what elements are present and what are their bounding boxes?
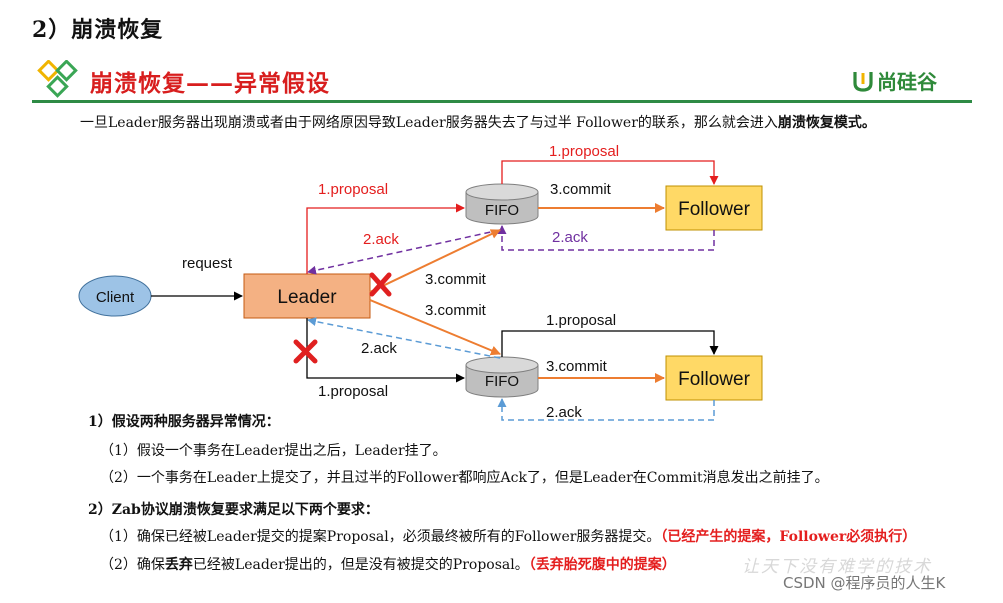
follower-bottom-node xyxy=(665,355,763,401)
leader-node xyxy=(243,273,371,319)
fifo-top-label: FIFO xyxy=(485,202,519,219)
notes-item-1: （1）假设一个事务在Leader提出之后，Leader挂了。 xyxy=(100,443,447,459)
commit-leader-top-label: 3.commit xyxy=(425,271,487,288)
proposal-fifo-follower-bottom-label: 1.proposal xyxy=(546,312,616,329)
follower-bottom-label: Follower xyxy=(678,369,750,390)
requirement-2: （2）确保丢弃已经被Leader提出的，但是没有被提交的Proposal。（丢弃… xyxy=(100,554,676,574)
title-divider xyxy=(32,100,972,103)
intro-text: 一旦Leader服务器出现崩溃或者由于网络原因导致Leader服务器失去了与过半… xyxy=(80,112,876,132)
client-label: Client xyxy=(96,289,135,306)
intro-body: 一旦Leader服务器出现崩溃或者由于网络原因导致Leader服务器失去了与过半… xyxy=(80,115,778,131)
proposal-fifo-follower-top-arrow xyxy=(501,160,719,185)
commit-leader-bottom-arrow xyxy=(369,299,501,356)
requirement-2-prefix: （2）确保 xyxy=(100,557,165,573)
ack-follower-top-label: 2.ack xyxy=(552,229,588,246)
ack-leader-top-arrow xyxy=(307,229,501,275)
notes-heading-1: 1）假设两种服务器异常情况： xyxy=(88,414,280,430)
commit-fifo-follower-bottom-label: 3.commit xyxy=(546,358,608,375)
section-heading: 2）崩溃恢复 xyxy=(32,17,164,43)
diamond-logo-icon xyxy=(37,60,78,98)
notes-item-2: （2）一个事务在Leader上提交了，并且过半的Follower都响应Ack了，… xyxy=(100,470,829,486)
proposal-leader-top-label: 1.proposal xyxy=(318,181,388,198)
requirement-1-text: （1）确保已经被Leader提交的提案Proposal，必须最终被所有的Foll… xyxy=(100,529,661,545)
proposal-leader-top-arrow xyxy=(306,203,465,274)
ack-leader-bottom-label: 2.ack xyxy=(361,340,397,357)
proposal-leader-bottom-label: 1.proposal xyxy=(318,383,388,400)
follower-top-label: Follower xyxy=(678,199,750,220)
proposal-leader-bottom-arrow xyxy=(306,318,465,383)
watermark-credit: CSDN @程序员的人生K xyxy=(783,574,946,592)
ack-follower-bottom-arrow xyxy=(497,398,715,421)
watermark-motto: 让天下没有难学的技术 xyxy=(742,557,932,577)
commit-fifo-follower-top-label: 3.commit xyxy=(550,181,612,198)
brand-logo: 尚硅谷 xyxy=(852,66,937,95)
brand-name: 尚硅谷 xyxy=(877,70,937,94)
requirement-1: （1）确保已经被Leader提交的提案Proposal，必须最终被所有的Foll… xyxy=(100,526,916,546)
notes-heading-2: 2）Zab协议崩溃恢复要求满足以下两个要求： xyxy=(88,502,379,518)
fifo-bottom-label: FIFO xyxy=(485,373,519,390)
requirement-2-text: 已经被Leader提出的，但是没有被提交的Proposal。 xyxy=(192,557,529,573)
fifo-bottom-node xyxy=(465,356,539,398)
fail-bottom-x-icon xyxy=(293,339,318,364)
commit-leader-bottom-label: 3.commit xyxy=(425,302,487,319)
leader-label: Leader xyxy=(277,287,337,308)
brand-mark-icon xyxy=(853,71,873,92)
ack-leader-bottom-arrow xyxy=(307,317,501,359)
proposal-fifo-follower-bottom-arrow xyxy=(501,330,719,357)
ack-follower-bottom-label: 2.ack xyxy=(546,404,582,421)
commit-leader-top-arrow xyxy=(369,229,501,293)
intro-emphasis: 崩溃恢复模式。 xyxy=(777,115,876,131)
requirement-2-note: （丢弃胎死腹中的提案） xyxy=(528,557,676,573)
ack-leader-top-label: 2.ack xyxy=(363,231,399,248)
requirement-2-emphasis: 丢弃 xyxy=(164,557,193,573)
request-label: request xyxy=(182,255,233,272)
fail-top-x-icon xyxy=(369,272,392,297)
proposal-fifo-follower-top-label: 1.proposal xyxy=(549,143,619,160)
zab-crash-diagram: Client Leader FIFO FIFO Follower Followe… xyxy=(78,143,763,421)
ack-follower-top-arrow xyxy=(497,225,715,251)
slide-title: 崩溃恢复——异常假设 xyxy=(90,70,330,97)
requirement-1-note: （已经产生的提案，Follower必须执行） xyxy=(660,529,917,545)
